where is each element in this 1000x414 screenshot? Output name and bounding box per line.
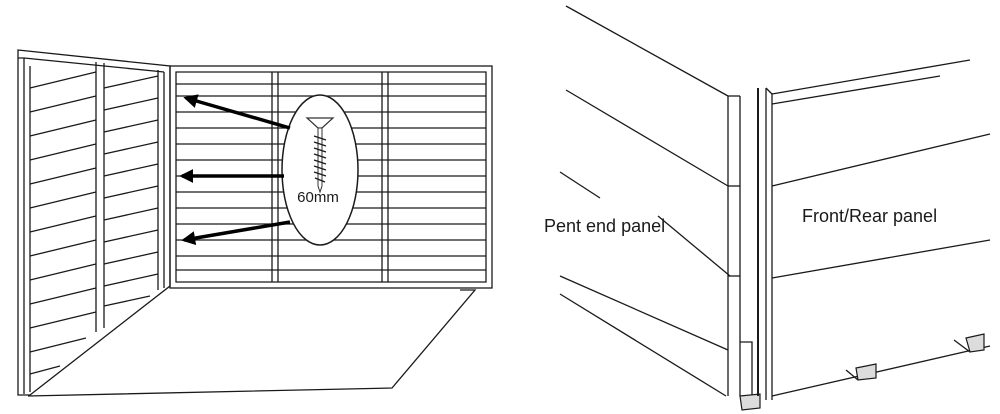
arrow-top (183, 94, 291, 130)
panel-joint-detail: Pent end panel Front/Rear panel (544, 5, 991, 411)
shed-corner-view: 60mm (17, 49, 493, 397)
front-rear-panel-label: Front/Rear panel (802, 206, 937, 226)
screw-icon (305, 117, 335, 194)
pent-end-panel-label: Pent end panel (544, 216, 665, 236)
screw-callout: 60mm (281, 94, 359, 246)
floor-outline (27, 289, 477, 397)
pent-end-panel (559, 5, 761, 411)
screw-size-label: 60mm (297, 189, 339, 206)
fixing-arrows (179, 94, 291, 246)
side-wall-panel (17, 49, 171, 396)
arrow-bottom (181, 220, 291, 246)
front-rear-panel (765, 59, 991, 400)
